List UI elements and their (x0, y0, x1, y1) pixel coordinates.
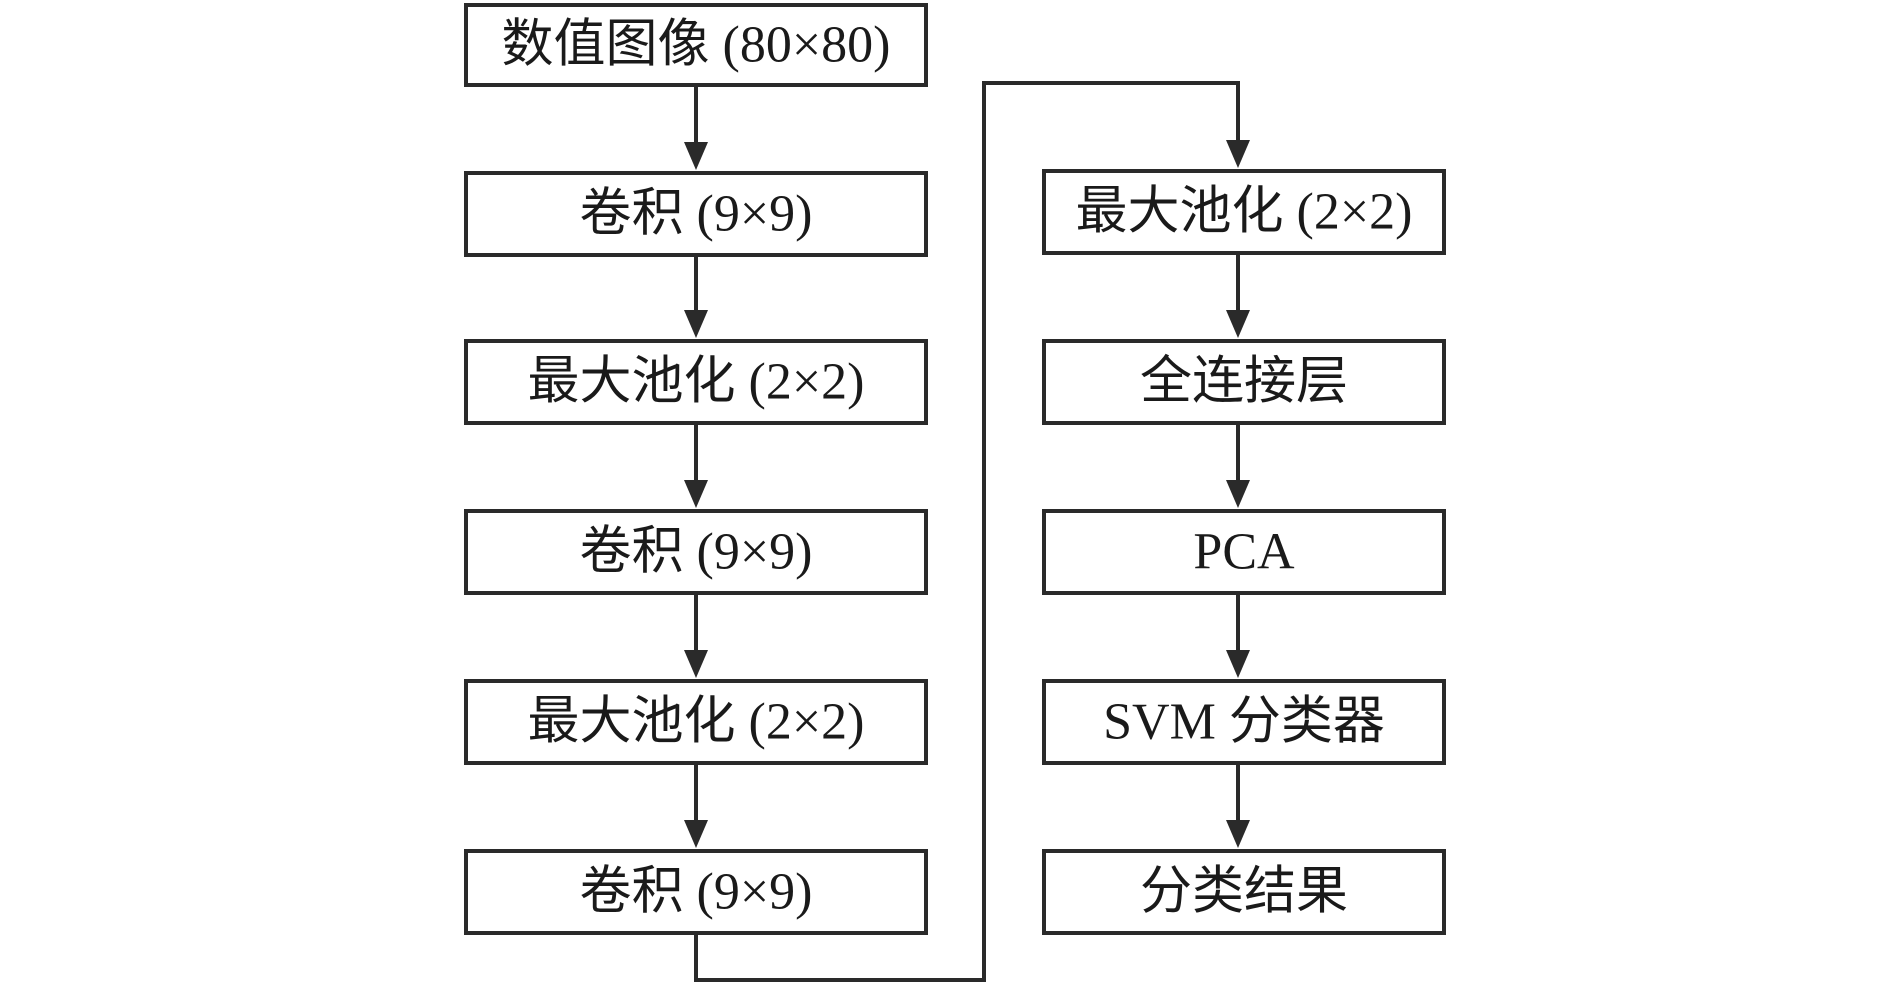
box-svm: SVM 分类器 (1042, 679, 1446, 765)
box-conv2: 卷积 (9×9) (464, 509, 928, 595)
box-pca-label: PCA (1193, 524, 1295, 581)
box-pool2: 最大池化 (2×2) (464, 679, 928, 765)
arrow-pca-to-svm (1226, 593, 1250, 678)
arrow-pool3-to-fc (1226, 253, 1250, 338)
box-pool2-label: 最大池化 (2×2) (528, 694, 865, 751)
box-pool1-label: 最大池化 (2×2) (528, 354, 865, 411)
box-pool3: 最大池化 (2×2) (1042, 169, 1446, 255)
arrow-svm-to-result (1226, 763, 1250, 848)
box-conv1-label: 卷积 (9×9) (580, 186, 813, 243)
box-fc-label: 全连接层 (1140, 354, 1348, 411)
arrow-conv3-to-pool3 (694, 81, 1250, 982)
box-result-label: 分类结果 (1140, 864, 1348, 921)
box-result: 分类结果 (1042, 849, 1446, 935)
box-pool3-label: 最大池化 (2×2) (1076, 184, 1413, 241)
arrow-conv2-to-pool2 (684, 593, 708, 678)
arrow-pool2-to-conv3 (684, 763, 708, 848)
box-input: 数值图像 (80×80) (464, 3, 928, 87)
box-conv2-label: 卷积 (9×9) (580, 524, 813, 581)
box-conv3: 卷积 (9×9) (464, 849, 928, 935)
arrow-conv1-to-pool1 (684, 255, 708, 338)
box-conv1: 卷积 (9×9) (464, 171, 928, 257)
right-column: 最大池化 (2×2) 全连接层 PCA SVM 分类器 分类结果 (1042, 169, 1446, 935)
box-pca: PCA (1042, 509, 1446, 595)
left-column: 数值图像 (80×80) 卷积 (9×9) 最大池化 (2×2) 卷积 (9×9… (464, 3, 928, 935)
connectors (684, 81, 1250, 982)
arrow-pool1-to-conv2 (684, 423, 708, 508)
arrow-fc-to-pca (1226, 423, 1250, 508)
box-svm-label: SVM 分类器 (1103, 694, 1385, 751)
box-input-label: 数值图像 (80×80) (502, 17, 891, 74)
arrow-input-to-conv1 (684, 85, 708, 170)
box-conv3-label: 卷积 (9×9) (580, 864, 813, 921)
box-pool1: 最大池化 (2×2) (464, 339, 928, 425)
box-fc: 全连接层 (1042, 339, 1446, 425)
